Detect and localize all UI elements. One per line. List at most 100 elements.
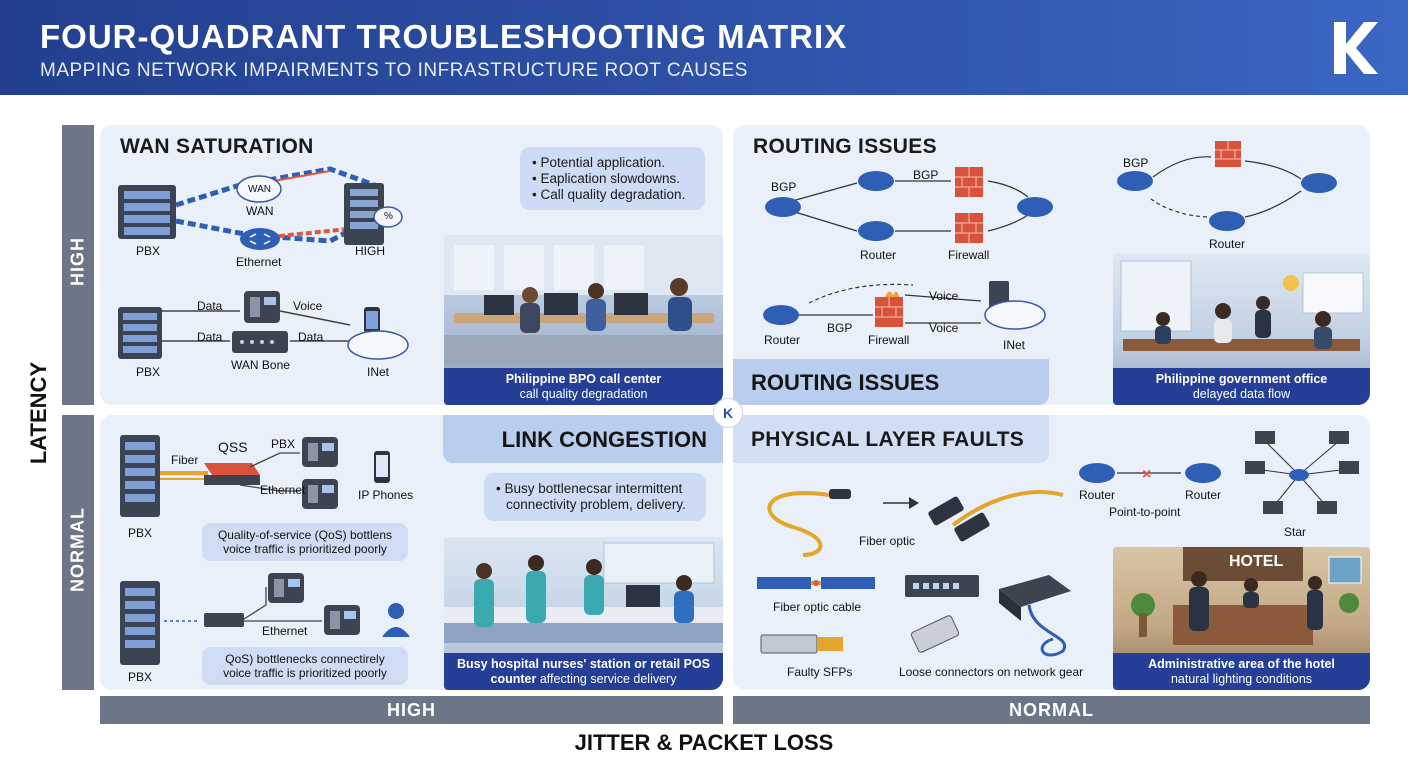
hotel-caption: Administrative area of the hotel natural…: [1113, 653, 1370, 690]
router-icon: [1117, 171, 1153, 191]
pbx-label: PBX: [128, 526, 153, 540]
router-icon: [858, 221, 894, 241]
hospital-caption: Busy hospital nurses' station or retail …: [444, 653, 723, 690]
router-icon: [765, 197, 801, 217]
mobile-phone-icon: [364, 307, 380, 333]
note-line: QoS) bottlenecks connectirely: [225, 652, 385, 666]
quadrant-wan-saturation: WAN SATURATION: [100, 125, 723, 405]
inet-label: INet: [367, 365, 390, 379]
caption-subtitle: affecting service delivery: [536, 672, 677, 686]
high-server-icon: [344, 183, 403, 245]
physical-layer-banner-bg: [733, 415, 1049, 463]
wan-saturation-diagram: [118, 166, 409, 360]
quadrant-link-congestion: Fiber QSS PBX Ethernet IP Phones PBX Eth…: [100, 415, 723, 690]
wan-bone-label: WAN Bone: [231, 358, 290, 372]
routing-issues-banner: ROUTING ISSUES: [733, 359, 1049, 405]
ethernet-label: Ethernet: [260, 483, 306, 497]
bubble-line: • Eaplication slowdowns.: [532, 171, 681, 186]
caption-subtitle-bold: counter: [490, 672, 537, 686]
voice-label: Voice: [929, 321, 959, 335]
ip-phones-label: IP Phones: [358, 488, 414, 502]
star-label: Star: [1284, 525, 1307, 539]
center-k-badge: K: [713, 398, 743, 428]
col-band-normal: NORMAL: [733, 696, 1370, 724]
caption-subtitle: delayed data flow: [1192, 387, 1291, 401]
data-label-3: Data: [298, 330, 324, 344]
firewall-icon: [1215, 141, 1241, 167]
routing-diagram: [763, 141, 1337, 330]
bpo-call-center-photo: Philippine BPO call center call quality …: [444, 235, 723, 405]
hotel-illustration: [1131, 547, 1362, 645]
faulty-sfps-label: Faulty SFPs: [787, 665, 853, 679]
bgp-label: BGP: [1123, 156, 1149, 170]
desk-phone-icon: [244, 291, 280, 323]
router-icon: [763, 305, 799, 325]
latency-axis-label: LATENCY: [26, 361, 51, 465]
physical-layer-diagram: ×: [757, 431, 1359, 657]
pbx-server-2-icon: [118, 307, 162, 359]
link-congestion-bubble: • Busy bottlenecsar intermittent connect…: [484, 473, 706, 521]
pbx-server-2-icon: [120, 581, 160, 665]
pbx-label-2: PBX: [136, 365, 161, 379]
firewall-icon: [955, 167, 983, 197]
caption-title: Busy hospital nurses' station or retail …: [456, 657, 711, 671]
pbx-label: PBX: [136, 244, 161, 258]
header-banner: FOUR-QUADRANT TROUBLESHOOTING MATRIX MAP…: [0, 0, 1408, 95]
government-caption: Philippine government office delayed dat…: [1113, 368, 1370, 405]
router-icon: [1209, 211, 1245, 231]
fiber-optic-label: Fiber optic: [859, 534, 916, 548]
col-band-high: HIGH: [100, 696, 723, 724]
note-line: voice traffic is prioritized poorly: [223, 666, 387, 680]
router-label: Router: [1079, 488, 1116, 502]
bgp-label: BGP: [913, 168, 939, 182]
caption-title: Administrative area of the hotel: [1148, 657, 1335, 671]
office-illustration: [1120, 260, 1364, 351]
firewall-label: Firewall: [868, 333, 910, 347]
star-topology-icon: [1245, 431, 1359, 514]
quadrant-routing-issues: ROUTING ISSUES BGP BGP Router Fire: [733, 125, 1370, 405]
loose-connector-gear-icon: [999, 575, 1071, 657]
voice-label: Voice: [293, 299, 323, 313]
latency-axis-title: LATENCY: [14, 360, 66, 470]
call-center-illustration: [444, 235, 723, 365]
qss-label: QSS: [218, 439, 248, 455]
data-label-1: Data: [197, 299, 223, 313]
page-subtitle: MAPPING NETWORK IMPAIRMENTS TO INFRASTRU…: [40, 60, 748, 81]
caption-title: Philippine government office: [1155, 372, 1328, 386]
page-title: FOUR-QUADRANT TROUBLESHOOTING MATRIX: [40, 18, 848, 55]
inet-cloud-icon: [347, 330, 409, 360]
jitter-axis-title: JITTER & PACKET LOSS: [574, 730, 834, 755]
bgp-label: BGP: [827, 321, 853, 335]
qos-note-2: QoS) bottlenecks connectirely voice traf…: [202, 647, 408, 685]
sfp-transceiver-icon: [910, 615, 960, 653]
fiber-cable-break-icon: [757, 577, 875, 589]
data-label-2: Data: [197, 330, 223, 344]
router-label: Router: [1209, 237, 1246, 251]
router-label: Router: [1185, 488, 1222, 502]
wan-bone-switch-icon: [232, 331, 288, 353]
router-icon: [1079, 463, 1115, 483]
router-icon: [1185, 463, 1221, 483]
qos-note-1: Quality-of-service (QoS) bottlens voice …: [202, 523, 408, 561]
router-label: Router: [860, 248, 897, 262]
desk-phone-icon: [268, 573, 304, 603]
inet-cloud-icon: [984, 300, 1046, 330]
wan-label: WAN: [246, 204, 274, 218]
percent-label: %: [384, 211, 393, 222]
point-to-point-label: Point-to-point: [1109, 505, 1181, 519]
router-icon: [858, 171, 894, 191]
ethernet-label-2: Ethernet: [262, 624, 308, 638]
caption-subtitle: natural lighting conditions: [1170, 672, 1313, 686]
ip-phone-icon: [374, 451, 390, 483]
note-line: Quality-of-service (QoS) bottlens: [217, 528, 393, 542]
pbx-server-icon: [118, 185, 176, 239]
ethernet-router-icon: [240, 228, 280, 250]
desk-phone-icon: [302, 479, 338, 509]
firewall-icon: [875, 291, 903, 327]
hospital-illustration: [444, 542, 723, 643]
pbx-server-icon: [120, 435, 160, 517]
user-icon: [382, 603, 410, 637]
bubble-line: • Call quality degradation.: [532, 187, 686, 202]
bubble-line: • Busy bottlenecsar intermittent: [496, 481, 683, 496]
router-label: Router: [764, 333, 801, 347]
